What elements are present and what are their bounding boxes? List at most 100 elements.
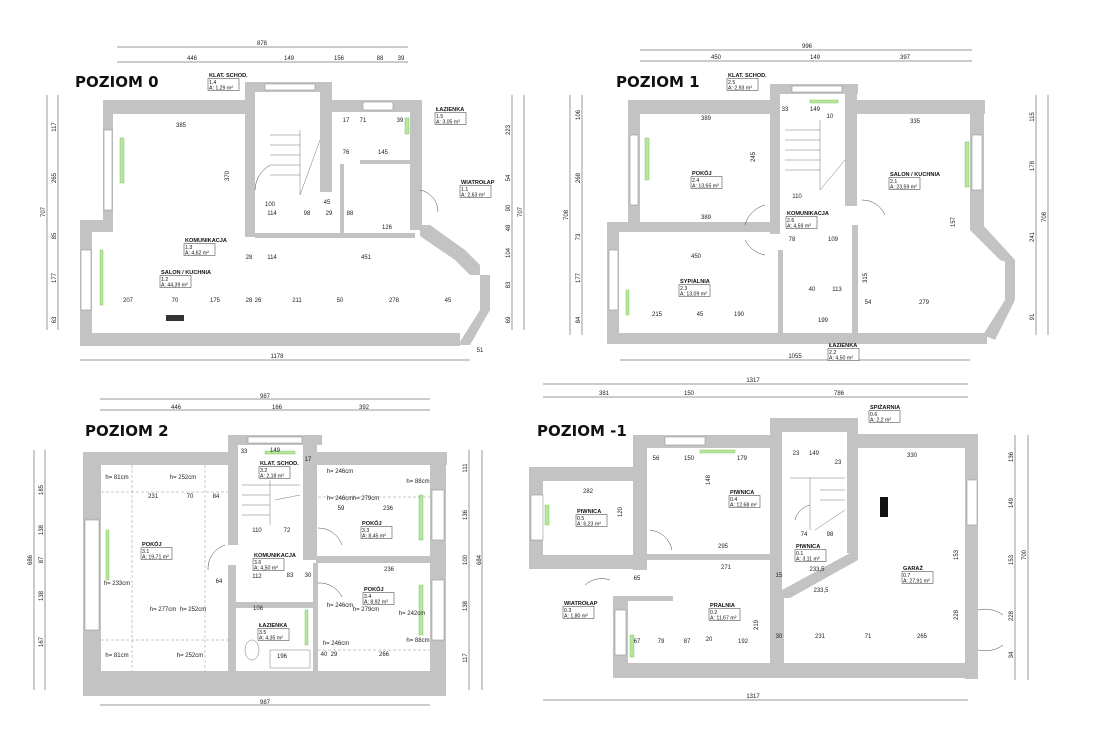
room-name: KLAT. SCHOD. <box>728 73 767 79</box>
dimension-label: 64 <box>216 579 223 585</box>
room-name: PRALNIA <box>710 603 735 609</box>
dimension-label: h= 233cm <box>104 581 131 587</box>
dimension-label: 112 <box>252 574 262 580</box>
room-number: 0.3 <box>564 608 571 614</box>
room-label-box <box>257 628 290 641</box>
room-label-box <box>183 243 216 256</box>
dimension-label: 51 <box>477 348 484 354</box>
dimension-label: 1055 <box>788 354 802 360</box>
dimension-label: 100 <box>265 202 276 208</box>
dimension-label: 315 <box>863 272 869 283</box>
dimension-label: h= 88cm <box>406 479 429 485</box>
dimension-label: 149 <box>810 107 821 113</box>
dimension-label: 120 <box>618 506 624 517</box>
dimension-label: 78 <box>789 237 796 243</box>
room-label: KLAT. SCHOD.1.4A: 1,29 m² <box>207 73 248 92</box>
dimension-label: 63 <box>52 316 58 323</box>
room-area: A: 2,93 m² <box>728 86 752 92</box>
room-area: A: 11,67 m² <box>710 616 737 622</box>
dimension-label: 266 <box>379 652 390 658</box>
room-label-box <box>794 549 827 562</box>
room-label-box <box>901 571 934 584</box>
room-name: SYPIALNIA <box>680 279 710 285</box>
dimension-label: 74 <box>801 532 808 538</box>
room-number: 3.1 <box>142 549 149 555</box>
dimension-label: 69 <box>506 316 512 323</box>
room-area: A: 3,05 m² <box>436 120 460 126</box>
room-area: A: 4,50 m² <box>254 566 278 572</box>
dimension-label: 45 <box>324 200 331 206</box>
dimension-label: 196 <box>277 654 288 660</box>
dimension-label: 71 <box>360 118 367 124</box>
dimension-label: 686 <box>28 554 34 565</box>
room-number: 3.4 <box>364 594 371 600</box>
dimension-label: 166 <box>272 405 283 411</box>
dimension-label: 17 <box>305 457 312 463</box>
dimension-label: 85 <box>52 232 58 239</box>
level-title: POZIOM 1 <box>616 73 700 91</box>
room-area: A: 3,11 m² <box>796 557 820 563</box>
level-title: POZIOM -1 <box>537 422 627 440</box>
dimension-label: 15 <box>776 573 783 579</box>
room-name: SALON / KUCHNIA <box>161 270 211 276</box>
dimension-label: 108 <box>253 606 264 612</box>
room-label-box <box>888 177 921 190</box>
room-label-box <box>678 284 711 297</box>
room-label-box <box>785 216 818 229</box>
dimension-label: 117 <box>52 122 58 132</box>
dimension-label: 115 <box>1030 112 1036 122</box>
dimension-label: 110 <box>252 528 262 534</box>
dimension-label: 233,5 <box>809 567 825 573</box>
dimension-label: 72 <box>284 528 291 534</box>
level-title: POZIOM 2 <box>85 422 169 440</box>
dimension-label: 54 <box>865 300 872 306</box>
dimension-label: 153 <box>1009 554 1015 565</box>
room-name: WIATROŁAP <box>461 180 495 186</box>
dimension-label: 29 <box>331 652 338 658</box>
room-number: 0.5 <box>577 516 584 522</box>
dimension-label: 88 <box>347 211 354 217</box>
dimension-label: 39 <box>397 118 404 124</box>
plan-poziom-2 <box>33 398 483 706</box>
dimension-label: 330 <box>907 453 918 459</box>
dimension-label: 265 <box>917 634 928 640</box>
room-name: POKÓJ <box>364 585 384 593</box>
dimension-label: 156 <box>334 56 345 62</box>
dimension-label: h= 242cm <box>399 611 426 617</box>
dimension-label: 114 <box>267 211 277 217</box>
dimension-label: 265 <box>52 172 58 183</box>
room-name: KLAT. SCHOD. <box>209 73 248 79</box>
dimension-label: 389 <box>701 116 712 122</box>
room-number: 2.5 <box>728 80 735 86</box>
room-number: 0.1 <box>796 551 803 557</box>
dimension-label: 385 <box>176 123 187 129</box>
dimension-label: 381 <box>599 391 610 397</box>
dimension-label: 150 <box>684 456 695 462</box>
dimension-label: 167 <box>39 636 45 647</box>
room-label-box <box>728 495 761 508</box>
dimension-label: 10 <box>827 114 834 120</box>
room-label-box <box>207 78 240 91</box>
dimension-label: 20 <box>706 637 713 643</box>
dimension-label: 33 <box>241 449 248 455</box>
dimension-label: 233,5 <box>813 588 829 594</box>
dimension-label: 268 <box>576 172 582 183</box>
dimension-label: 211 <box>292 298 302 304</box>
dimension-label: 987 <box>260 394 271 400</box>
dimension-label: 90 <box>506 204 512 211</box>
dimension-label: 138 <box>39 590 45 601</box>
dimension-label: 446 <box>187 56 198 62</box>
dimension-label: h= 246cm <box>327 496 354 502</box>
room-area: A: 4,35 m² <box>259 636 283 642</box>
dimension-label: 136 <box>1009 451 1015 462</box>
dimension-label: 185 <box>39 484 45 495</box>
room-name: ŁAZIENKA <box>829 343 857 349</box>
room-number: 1.3 <box>185 245 192 251</box>
dimension-label: 26 <box>255 298 262 304</box>
dimension-label: 106 <box>576 109 582 120</box>
room-number: 2.6 <box>787 218 794 224</box>
